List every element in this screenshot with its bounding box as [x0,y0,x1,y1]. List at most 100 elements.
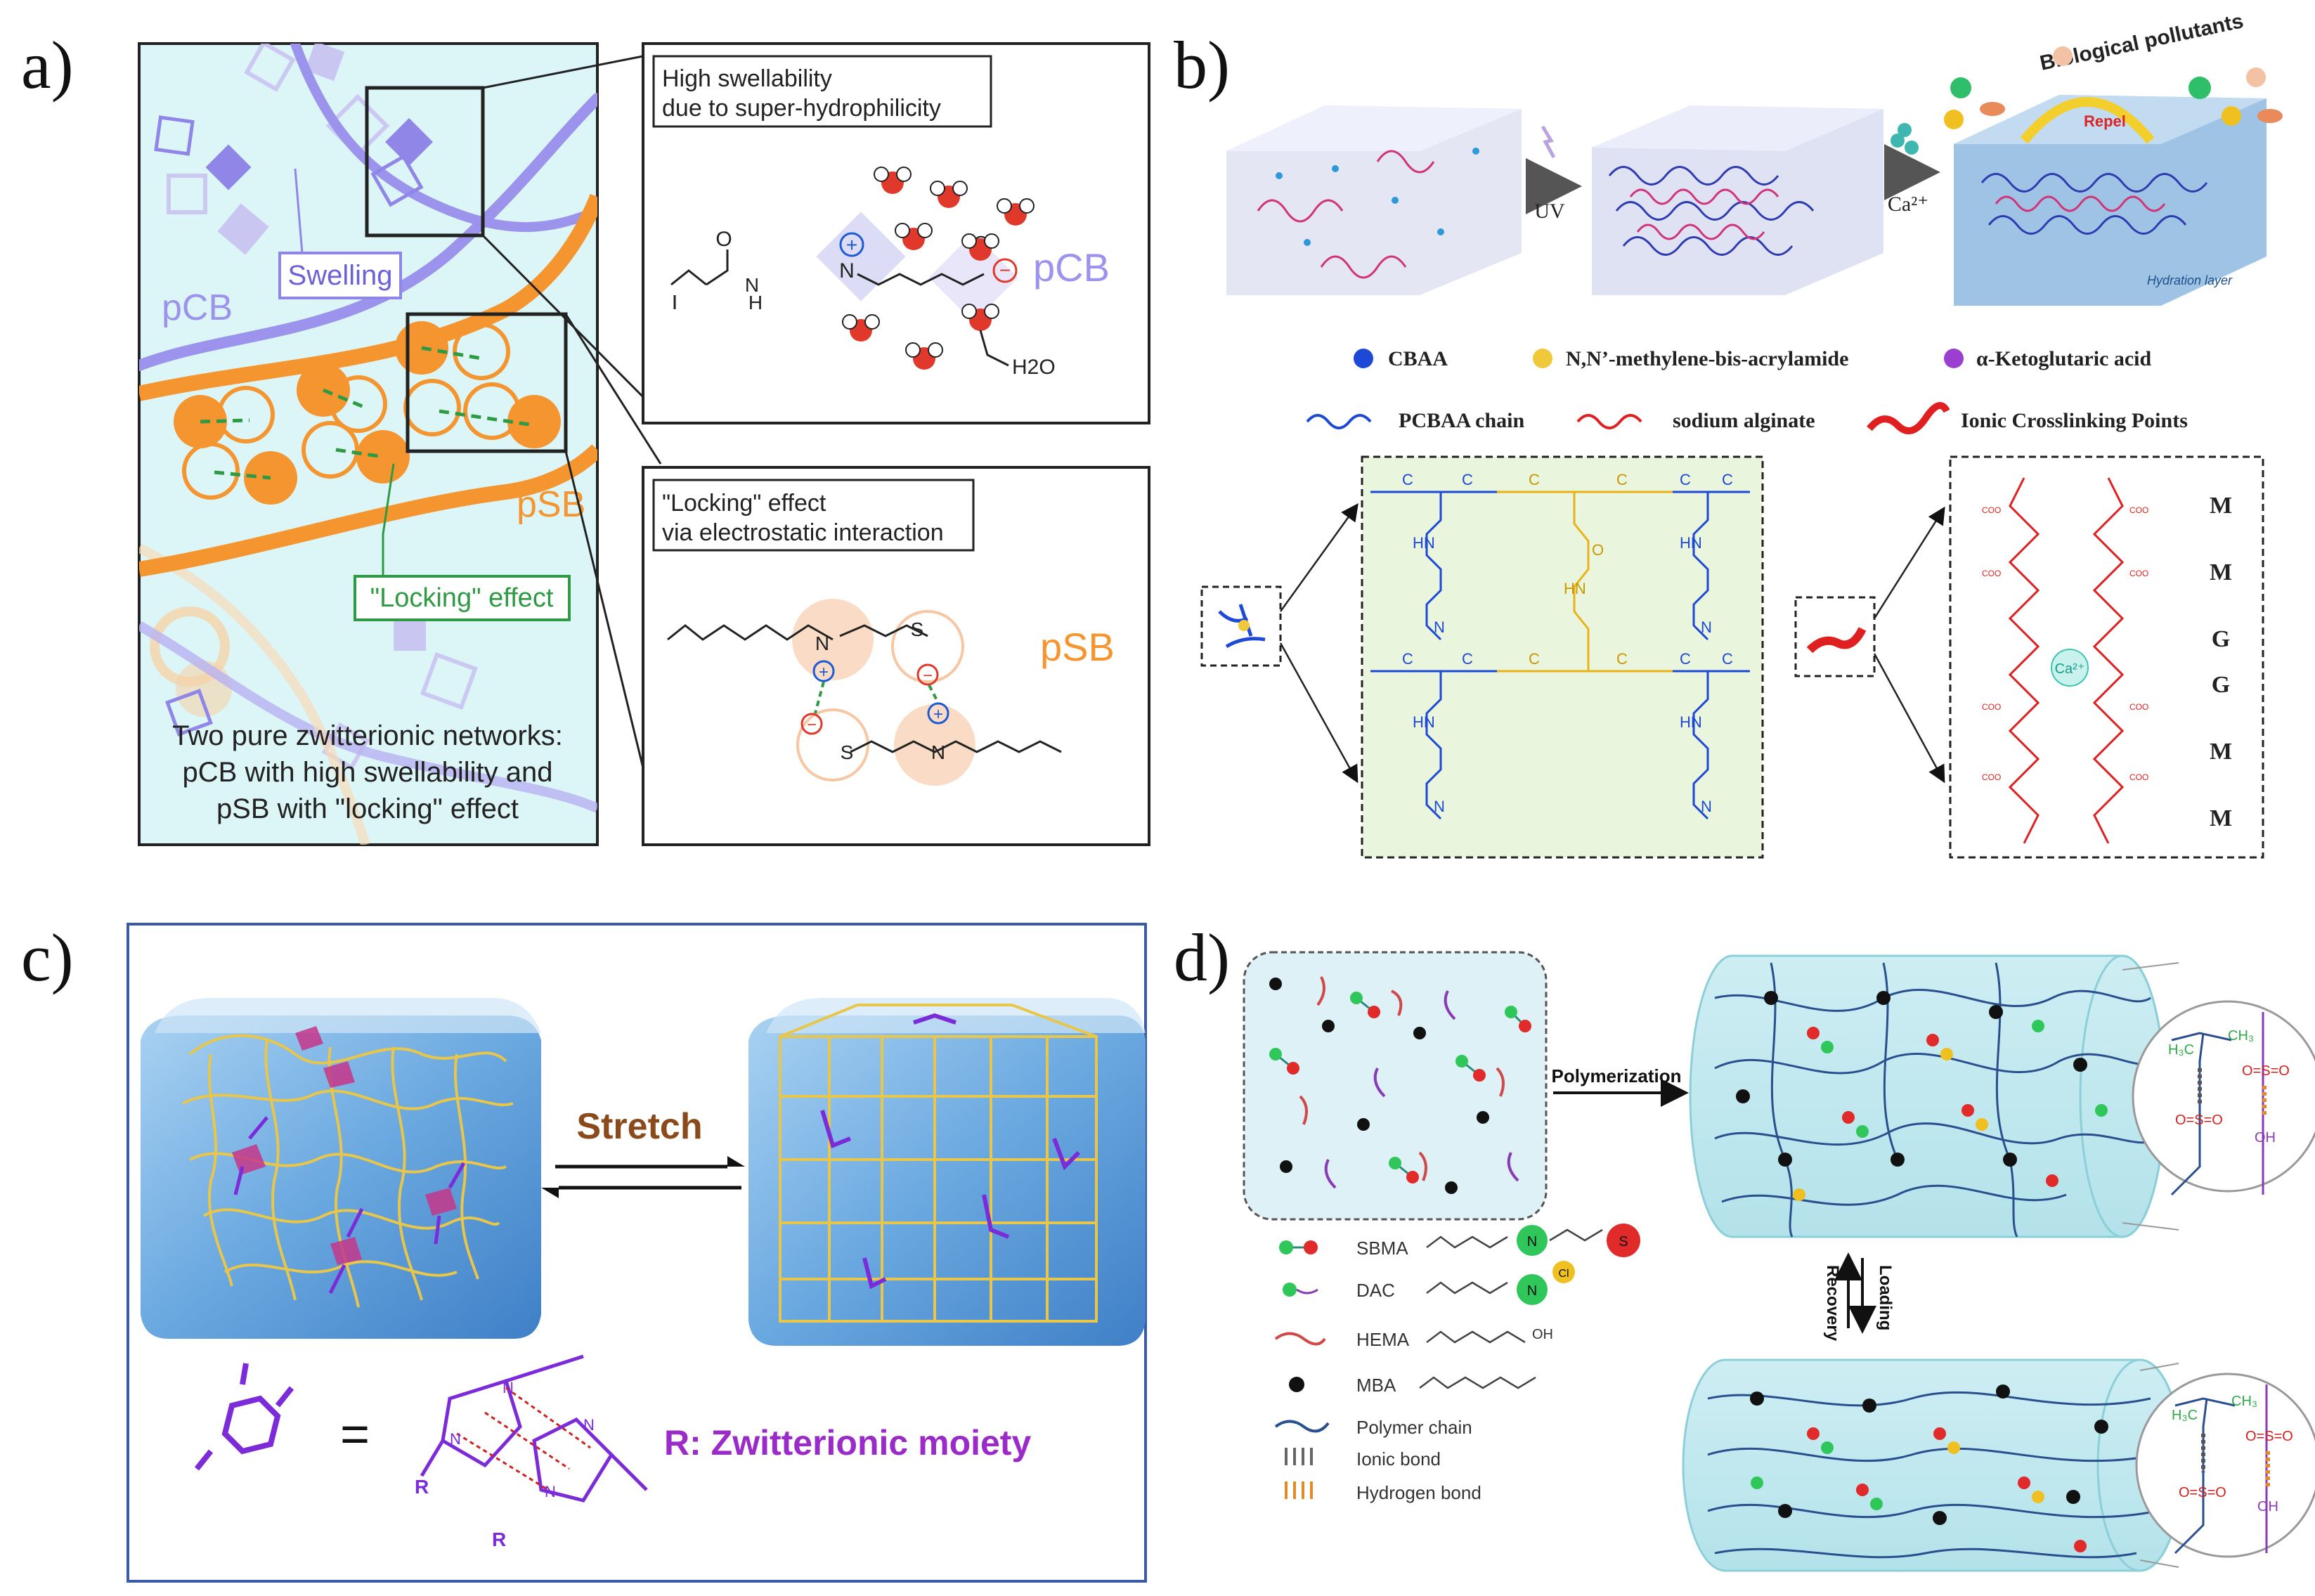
mba-dots [1269,978,1489,1194]
gel-step-1 [1226,105,1522,295]
pcb-chain [139,621,597,813]
inset-top-oso-left: O=S=O [2175,1112,2223,1128]
panel-c: c) [21,920,1147,1583]
panel-d-legend: SBMA N S DAC N Cl HEMA OH [1274,1224,1640,1503]
gel-step-2 [1592,105,1883,295]
legend-hydrogen-label: Hydrogen bond [1356,1482,1481,1503]
inset-bottom-h3c: H₃C [2172,1408,2198,1423]
panel-c-letter: c) [21,920,74,995]
unit-label-4: G [2212,672,2230,698]
legend-line-alginate [1576,414,1642,429]
svg-text:C: C [1722,471,1733,488]
svg-text:N: N [1527,1234,1537,1250]
inset-bottom-oso-left: O=S=O [2179,1485,2226,1500]
svg-text:O: O [1592,541,1604,559]
legend-row-2: PCBAA chain sodium alginate Ionic Crossl… [1306,402,2188,434]
pcbaa-icon-box [1200,502,1358,784]
stretch-arrows: Stretch [541,1106,745,1198]
svg-text:C: C [1402,650,1413,668]
panel-a: a) [21,27,1150,846]
uv-arrow: UV [1526,125,1582,223]
legend-crosslink-icon [1867,402,1950,434]
svg-text:C: C [1462,471,1473,488]
svg-text:−: − [999,259,1011,281]
inset-circle-bottom: H₃C CH₃ O=S=O O=S=O OH [2135,1363,2315,1568]
monomer-box [1243,951,1548,1221]
ca-arrow: Ca²⁺ [1884,123,1940,216]
legend-ionic-bond: Ionic bond [1285,1448,1441,1470]
zwitterion-legend: = N N N N R R R: Zwitterionic moiety [194,1354,1031,1550]
legend-mba-label: MBA [1356,1375,1396,1396]
stretch-label: Stretch [576,1106,702,1147]
sbma-units [1269,992,1531,1183]
legend-crosslink: Ionic Crosslinking Points [1961,409,2188,432]
psb-chain [139,193,597,401]
psb-struct-label: pSB [1040,625,1115,669]
pcb-struct-label: pCB [1033,245,1110,290]
svg-text:COO: COO [1982,505,2001,515]
unit-label-1: M [2210,493,2232,519]
callout-bottom-line-2: via electrostatic interaction [662,519,944,546]
svg-text:N: N [839,259,855,283]
svg-text:C: C [1529,471,1540,488]
unit-label-2: M [2210,559,2232,585]
svg-text:HN: HN [1680,534,1702,552]
svg-text:N: N [745,274,759,296]
hydration-label: Hydration layer [2147,273,2233,287]
svg-text:COO: COO [1982,702,2001,712]
svg-text:N: N [1434,618,1445,636]
inset-top-h3c: H₃C [2168,1042,2194,1058]
polymerization-arrow: Polymerization [1552,1065,1689,1107]
legend-pcbaa: PCBAA chain [1399,409,1525,432]
legend-line-pcbaa [1306,414,1372,429]
svg-text:N: N [931,741,945,763]
r-sub-label-1: R [415,1476,429,1498]
inset-top-oso-right: O=S=O [2242,1063,2290,1079]
svg-text:COO: COO [2129,505,2148,515]
locking-label: "Locking" effect [370,583,554,613]
svg-text:−: − [923,666,933,685]
svg-text:COO: COO [1982,569,2001,578]
legend-mba: N,N’-methylene-bis-acrylamide [1566,347,1848,370]
svg-text:C: C [1616,471,1628,488]
panel-b-letter: b) [1174,27,1230,103]
h2o-label: H2O [1012,356,1056,379]
svg-text:COO: COO [1982,772,2001,782]
svg-text:−: − [807,715,817,734]
loading-recovery-arrows: Loading Recovery [1823,1252,1895,1342]
svg-text:OH: OH [1532,1327,1553,1342]
pcb-chain [290,44,597,233]
polymerization-label: Polymerization [1552,1065,1682,1086]
legend-sbma-label: SBMA [1356,1238,1408,1259]
svg-text:N: N [545,1483,556,1500]
svg-text:N: N [1434,798,1445,815]
pcb-label: pCB [162,287,233,328]
callout-top-line-2: due to super-hydrophilicity [662,95,941,122]
legend-hema: HEMA OH [1274,1327,1553,1350]
svg-text:H: H [748,292,763,313]
inset-top-ch3: CH₃ [2228,1028,2254,1044]
pollutant-particles [1944,46,2283,129]
legend-row-1: CBAA N,N’-methylene-bis-acrylamide α-Ket… [1354,347,2152,370]
recovery-label: Recovery [1823,1265,1842,1342]
ca-label: Ca²⁺ [1888,193,1928,216]
equals-sign: = [340,1406,370,1462]
water-molecules [842,167,1035,370]
callout-bottom-line-1: "Locking" effect [662,490,826,517]
panel-b: b) UV [1174,9,2283,859]
svg-text:S: S [911,618,924,640]
svg-text:N: N [450,1430,461,1448]
network-cylinder-bottom [1682,1358,2184,1572]
inset-circle-top: H₃C CH₃ O=S=O O=S=O OH [2122,962,2315,1231]
unit-label-3: G [2212,626,2230,652]
panel-a-caption: Two pure zwitterionic networks: pCB with… [172,720,563,824]
svg-text:+: + [846,234,857,256]
inset-bottom-oso-right: O=S=O [2245,1429,2293,1444]
svg-text:S: S [1619,1234,1628,1250]
svg-text:C: C [1529,650,1540,668]
callout-top-line-1: High swellability [662,65,832,92]
network-schematic: Swelling pCB pSB "Locking" effect Two pu… [138,42,599,846]
legend-dot-keto [1944,349,1964,368]
svg-text:COO: COO [2129,702,2148,712]
